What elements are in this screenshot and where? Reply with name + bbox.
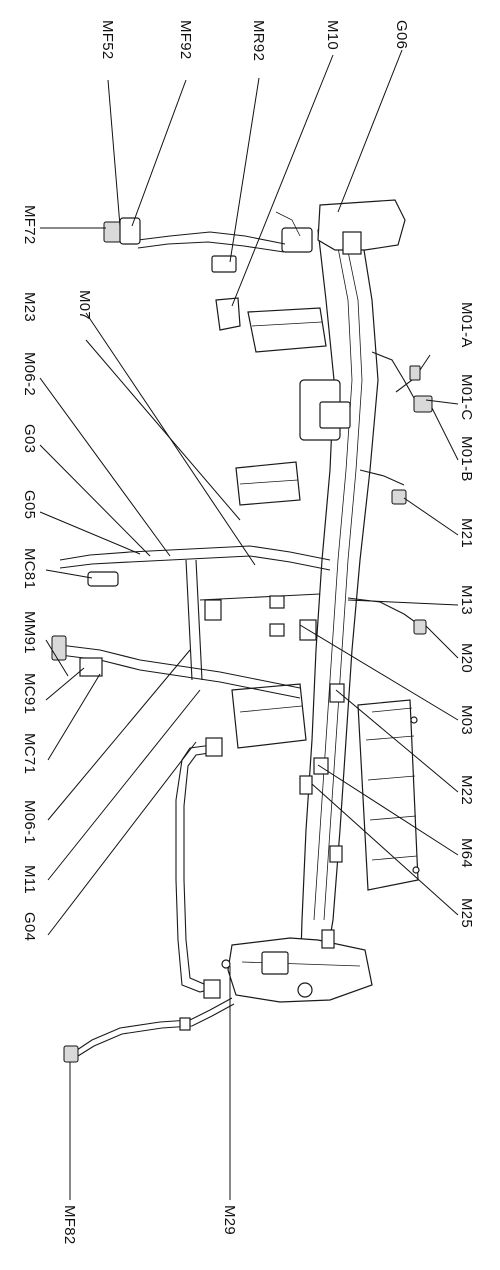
label-m29: M29 bbox=[221, 1205, 238, 1235]
leader-m01-b bbox=[431, 407, 459, 461]
leader-g03 bbox=[39, 444, 151, 557]
leader-m13 bbox=[347, 599, 459, 606]
label-m01-a: M01-A bbox=[458, 302, 475, 348]
leader-m21 bbox=[403, 497, 459, 536]
leader-m03 bbox=[299, 624, 459, 721]
label-g06: G06 bbox=[393, 20, 410, 49]
leader-m22 bbox=[335, 689, 459, 793]
label-m23: M23 bbox=[21, 292, 38, 322]
label-mf82: MF82 bbox=[61, 1205, 78, 1245]
label-mc71: MC71 bbox=[21, 733, 38, 774]
label-mm91: MM91 bbox=[21, 611, 38, 654]
label-m01-b: M01-B bbox=[458, 436, 475, 482]
leader-m01-c bbox=[425, 399, 459, 405]
leader-g04 bbox=[47, 741, 197, 936]
leader-m11 bbox=[47, 689, 201, 881]
label-mc81: MC81 bbox=[21, 548, 38, 589]
label-m64: M64 bbox=[458, 838, 475, 868]
leader-mm91 bbox=[45, 639, 69, 677]
harness-artwork bbox=[51, 199, 433, 1063]
leader-mc71 bbox=[47, 673, 101, 761]
leader-mf52 bbox=[107, 79, 121, 227]
leader-m25 bbox=[311, 783, 459, 916]
label-m25: M25 bbox=[458, 898, 475, 928]
leader-mr92 bbox=[229, 77, 260, 263]
label-g04: G04 bbox=[21, 912, 38, 941]
leader-mc91 bbox=[45, 667, 85, 701]
label-m06-1: M06-1 bbox=[21, 800, 38, 844]
label-m01-c: M01-C bbox=[458, 374, 475, 421]
leader-m23 bbox=[85, 339, 241, 521]
label-m21: M21 bbox=[458, 518, 475, 548]
leader-m10 bbox=[231, 54, 334, 307]
leader-g05 bbox=[39, 511, 141, 555]
label-m07: M07 bbox=[76, 290, 93, 320]
label-g03: G03 bbox=[21, 424, 38, 453]
leader-m06-1 bbox=[47, 649, 191, 821]
label-g05: G05 bbox=[21, 490, 38, 519]
label-m03: M03 bbox=[458, 705, 475, 735]
label-m11: M11 bbox=[21, 865, 38, 894]
leader-m06-2 bbox=[39, 377, 171, 557]
label-m20: M20 bbox=[458, 643, 475, 673]
label-mf72: MF72 bbox=[21, 205, 38, 245]
label-m10: M10 bbox=[324, 20, 341, 50]
leader-mc81 bbox=[45, 569, 93, 579]
leader-m01-a bbox=[419, 354, 431, 371]
leader-m64 bbox=[317, 764, 459, 856]
leader-g06 bbox=[337, 49, 403, 213]
leader-m20 bbox=[425, 625, 459, 659]
label-mf92: MF92 bbox=[177, 20, 194, 60]
label-m06-2: M06-2 bbox=[21, 352, 38, 396]
label-mr92: MR92 bbox=[250, 20, 267, 61]
label-m13: M13 bbox=[458, 585, 475, 615]
label-mf52: MF52 bbox=[99, 20, 116, 60]
label-mc91: MC91 bbox=[21, 673, 38, 714]
leader-m07 bbox=[85, 312, 256, 566]
leader-mf92 bbox=[131, 79, 187, 227]
label-m22: M22 bbox=[458, 775, 475, 805]
leader-lines bbox=[39, 49, 459, 1200]
connector-labels: MF52 MF92 MR92 M10 G06 MF72 M23 M07 M06-… bbox=[21, 20, 475, 1245]
